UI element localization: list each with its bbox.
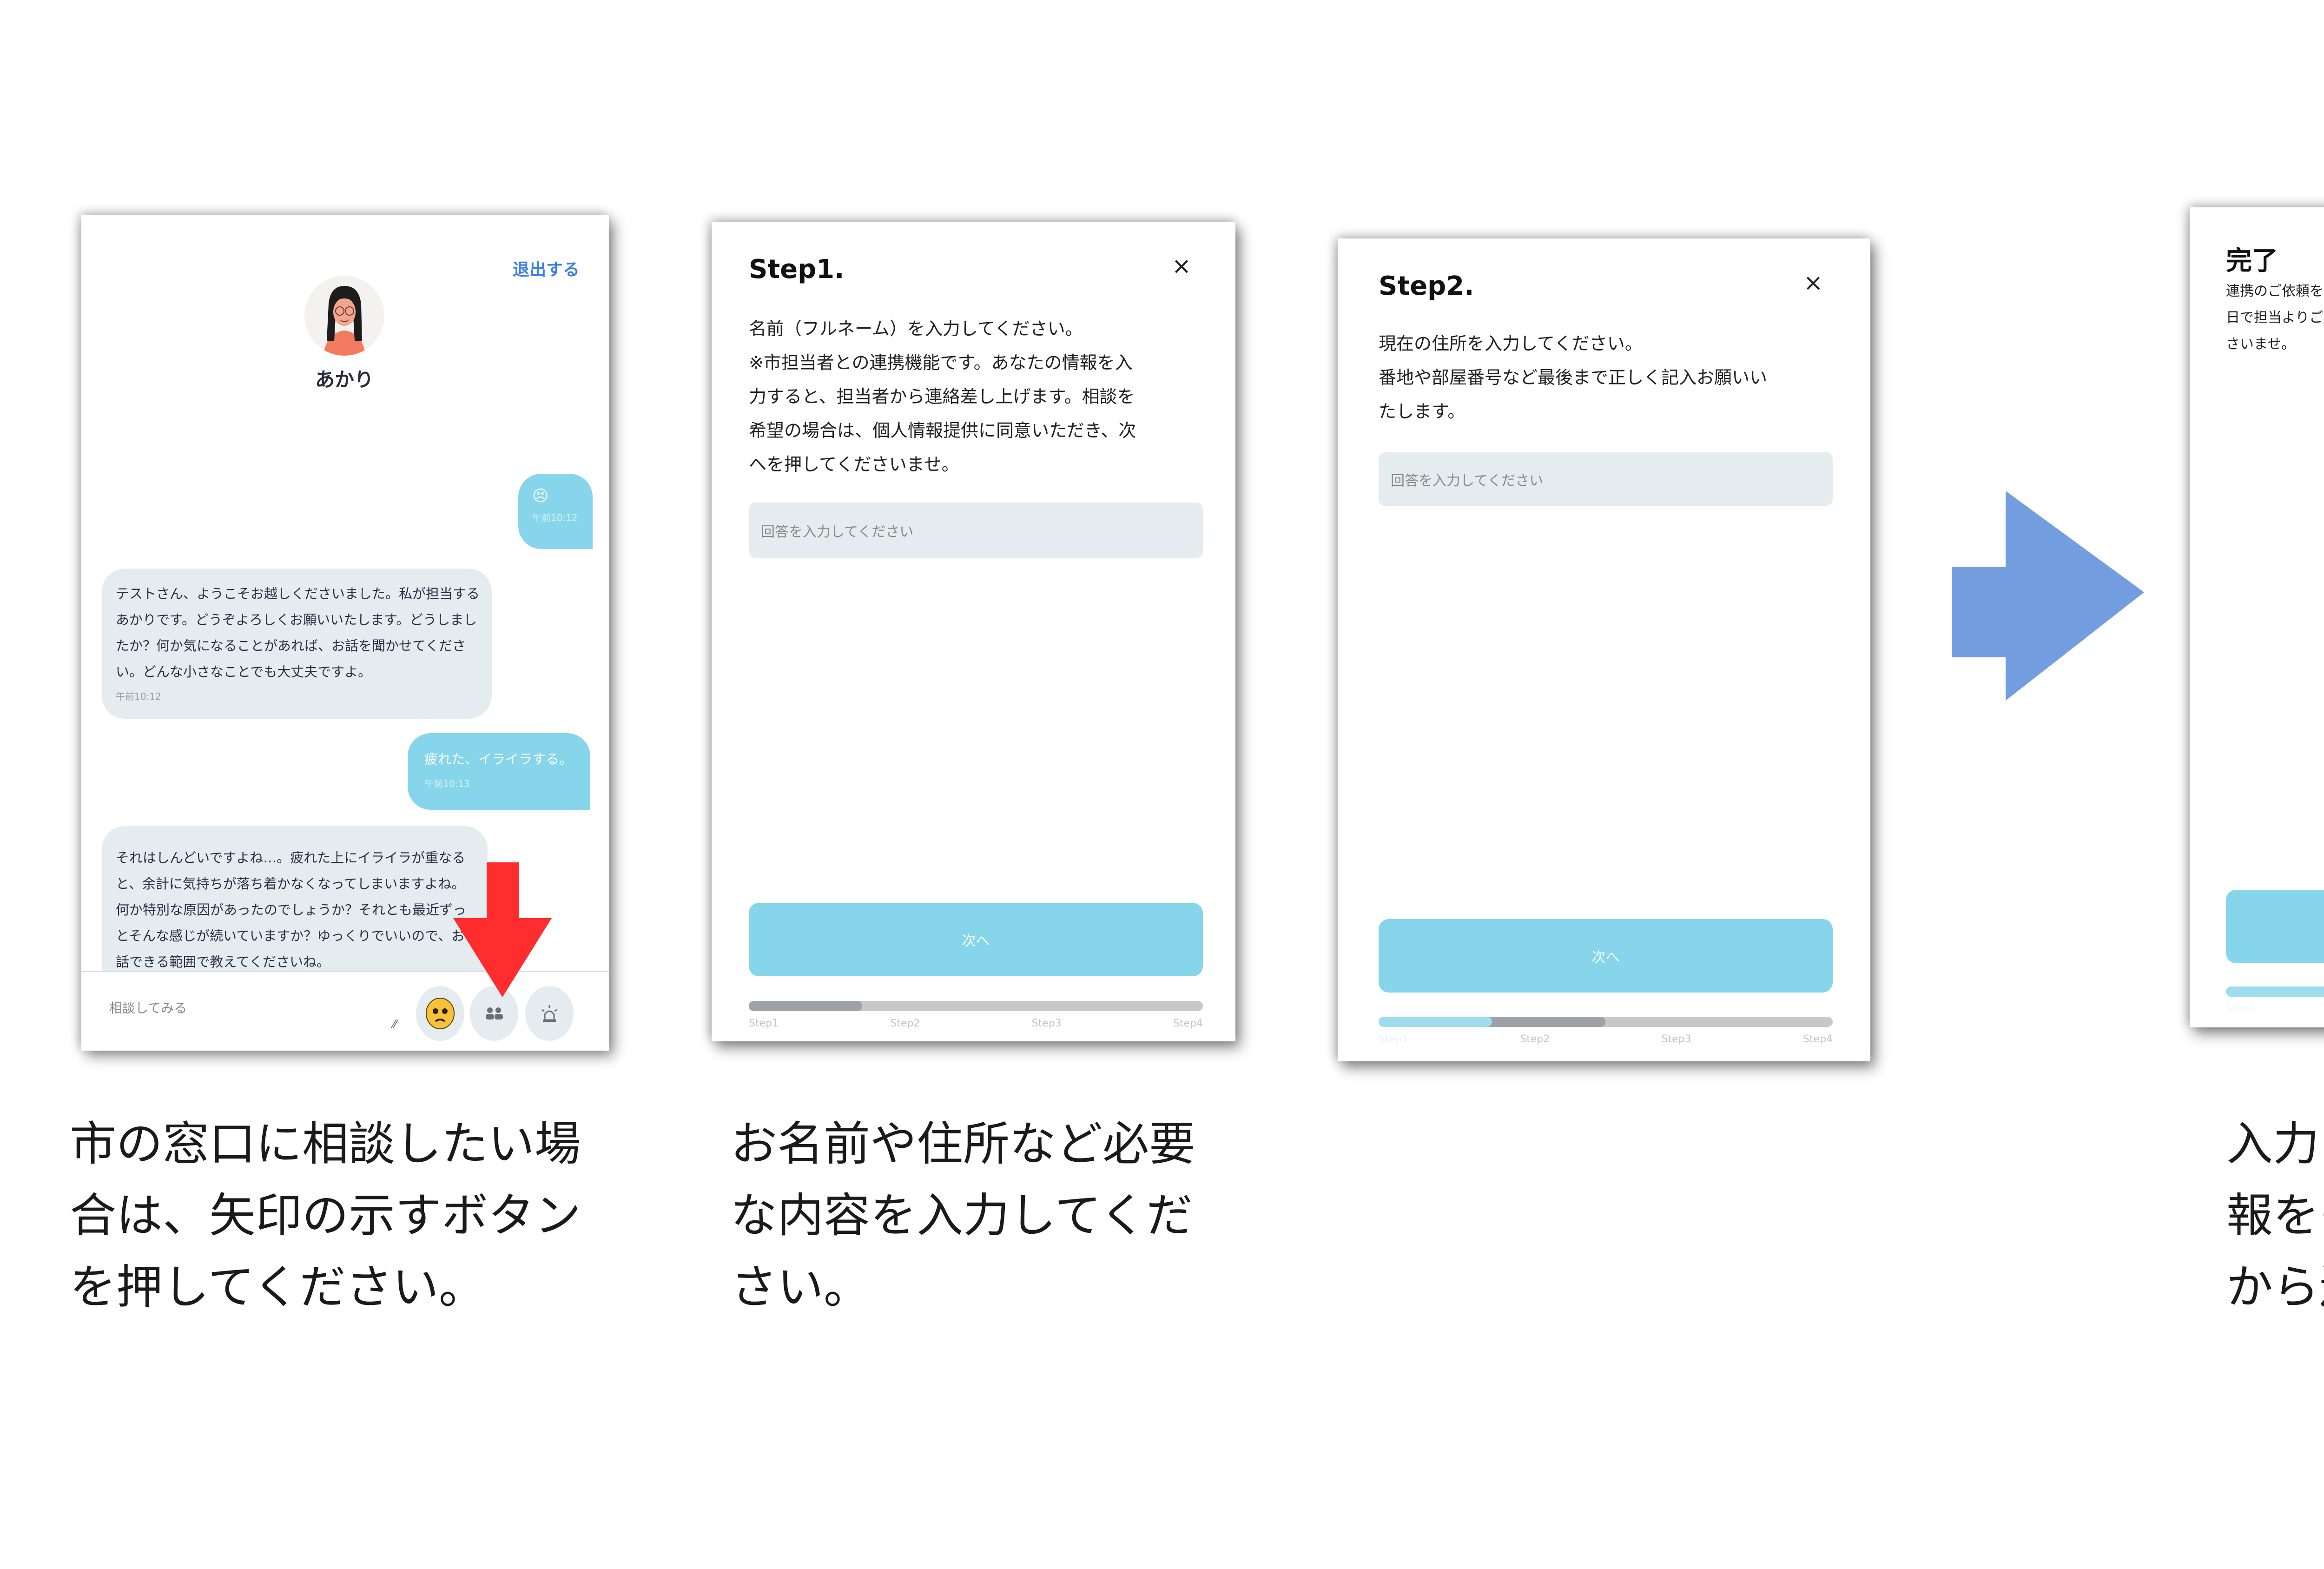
bot-message-bubble: テストさん、ようこそお越しくださいました。私が担当するあかりです。どうぞよろしく… [102,569,492,719]
step-label: Step2 [890,1018,920,1029]
step-label: Step1 [749,1018,779,1029]
dialog-message: 連携のご依頼を受け付けました。内容を確認し、2~3営業 日で担当よりご連絡を差し… [2226,278,2324,357]
dialog-title: Step2. [1379,271,1474,301]
step-label: Step1 [1379,1033,1409,1045]
close-icon[interactable]: × [1172,252,1191,279]
message-time: 午前10:12 [116,691,161,702]
step-labels: Step1 Step2 Step3 Step4 [749,1018,1203,1029]
siren-icon [541,1005,557,1022]
step1-dialog: Step1. × 名前（フルネーム）を入力してください。 ※市担当者との連携機能… [712,222,1235,1041]
user-message-bubble: 😣 午前10:12 [518,474,593,549]
message-line: 連携のご依頼を受け付けました。内容を確認し、2~3営業 [2226,283,2324,299]
step-label: Step3 [1031,1018,1062,1029]
instruction-line: 名前（フルネーム）を入力してください。 [749,318,1083,339]
caption-line: 合は、矢印の示すボタン [70,1188,581,1243]
resize-grip-icon[interactable]: ⁄⁄ [393,1018,397,1031]
instruction-line: ※市担当者との連携機能です。あなたの情報を入 [749,352,1133,373]
red-down-arrow-icon [453,862,552,997]
dialog-instructions: 名前（フルネーム）を入力してください。 ※市担当者との連携機能です。あなたの情報… [749,312,1209,482]
step-label: Step4 [1802,1033,1833,1045]
agent-avatar [304,276,384,356]
address-input[interactable]: 回答を入力してください [1379,452,1833,506]
instruction-line: 希望の場合は、個人情報提供に同意いただき、次 [749,420,1136,441]
progress-current-segment [1472,1017,1605,1027]
caption-line: から連絡があります。 [2226,1260,2324,1314]
bot-message-bubble: それはしんどいですよね…。疲れた上にイライラが重なると、余計に気持ちが落ち着かな… [102,826,488,971]
next-button[interactable]: 次へ [1379,919,1833,993]
instruction-line: 力すると、担当者から連絡差し上げます。相談を [749,386,1135,407]
caption-line: な内容を入力してくだ [731,1188,1193,1243]
woman-with-glasses-avatar-icon [304,276,384,356]
message-time: 午前10:12 [532,512,578,523]
message-list[interactable]: 😣 午前10:12 テストさん、ようこそお越しくださいました。私が担当するあかり… [81,215,609,971]
message-time: 午前10:13 [424,778,470,789]
flow-right-arrow-icon [1952,491,2144,701]
chat-input-bar: 相談してみる ⁄⁄ [81,971,609,1051]
emotion-button[interactable] [416,986,464,1041]
name-input[interactable]: 回答を入力してください [749,503,1203,558]
step-progress-bar [1379,1017,1833,1027]
message-text: それはしんどいですよね…。疲れた上にイライラが重なると、余計に気持ちが落ち着かな… [116,850,467,970]
step-labels: Step1 Step2 Step3 Step4 [2226,1003,2324,1015]
instruction-line: 番地や部屋番号など最後まで正しく記入お願いい [1379,367,1768,388]
step-progress-bar [2226,986,2324,997]
message-text: テストさん、ようこそお越しくださいました。私が担当するあかりです。どうぞよろしく… [116,586,480,680]
caption-step-chat: 市の窓口に相談したい場 合は、矢印の示すボタン を押してください。 [70,1108,581,1323]
caption-line: さい。 [731,1260,870,1314]
user-message-bubble: 疲れた、イライラする。 午前10:13 [408,733,590,810]
instruction-line: たします。 [1379,401,1466,422]
step-label: Step4 [1173,1018,1203,1029]
step-label: Step1 [2226,1003,2256,1015]
dialog-title: 完了 [2226,246,2278,276]
caption-line: 市の窓口に相談したい場 [70,1117,581,1171]
chat-input[interactable]: 相談してみる [109,1000,187,1016]
caption-line: 報をもとに市の担当者 [2226,1188,2324,1243]
instruction-line: 現在の住所を入力してください。 [1379,333,1643,354]
yes-button[interactable]: はい [2226,890,2324,963]
message-line: 日で担当よりご連絡を差し上げますので、少々お待ちくだ [2226,310,2324,326]
step-label: Step3 [1661,1033,1691,1045]
dialog-title: Step1. [749,254,845,285]
message-line: さいませ。 [2226,336,2296,352]
people-icon [486,1007,503,1020]
exit-link[interactable]: 退出する [513,260,580,279]
emergency-button[interactable] [525,986,574,1041]
agent-name: あかり [315,368,374,391]
caption-line: お名前や住所など必要 [731,1117,1195,1171]
caption-step-input: お名前や住所など必要 な内容を入力してくだ さい。 [731,1108,1195,1323]
emoji-content: 😣 [532,487,549,505]
progress-current-segment [749,1001,862,1011]
caption-line: 入力していただいた情 [2226,1117,2324,1171]
step2-dialog: Step2. × 現在の住所を入力してください。 番地や部屋番号など最後まで正し… [1338,238,1870,1061]
caption-line: を押してください。 [70,1260,485,1314]
dialog-instructions: 現在の住所を入力してください。 番地や部屋番号など最後まで正しく記入お願いい た… [1379,327,1843,429]
instruction-line: へを押してくださいませ。 [749,454,959,475]
complete-dialog: 完了 × 連携のご依頼を受け付けました。内容を確認し、2~3営業 日で担当よりご… [2190,207,2324,1027]
contact-staff-button[interactable] [470,986,518,1041]
next-button[interactable]: 次へ [749,903,1203,976]
close-icon[interactable]: × [1803,269,1823,296]
step-labels: Step1 Step2 Step3 Step4 [1379,1033,1833,1045]
progress-done-segment [1379,1017,1492,1027]
chat-screen: 退出する あかり 😣 午前10:12 テストさん、ようこそお越しくださいました。… [81,215,609,1051]
worried-face-icon [426,998,455,1029]
message-text: 疲れた、イライラする。 [424,751,573,767]
step-label: Step2 [1520,1033,1550,1045]
step-progress-bar [749,1001,1203,1011]
caption-step-complete: 入力していただいた情 報をもとに市の担当者 から連絡があります。 [2226,1108,2324,1323]
